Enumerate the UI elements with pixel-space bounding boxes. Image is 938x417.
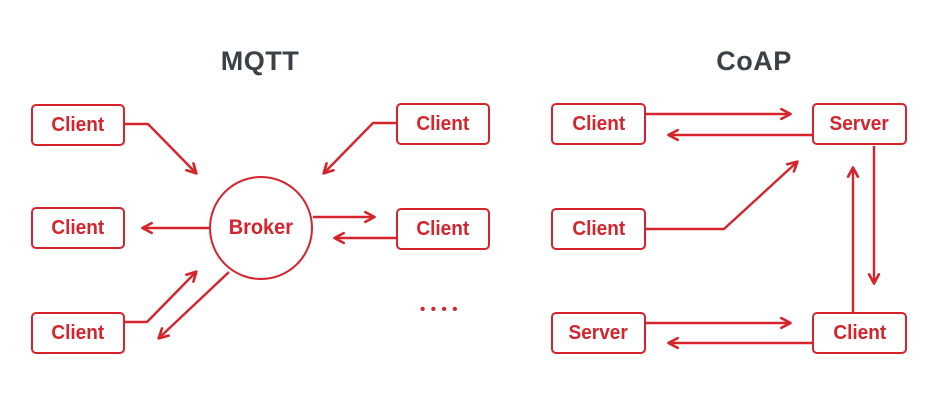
coap-client-bottom-right-node: Client — [812, 312, 907, 354]
mqtt-client-middle-left-label: Client — [51, 216, 105, 239]
mqtt-broker-node: Broker — [209, 176, 313, 280]
mqtt-client-bottom-left-node: Client — [31, 312, 125, 354]
mqtt-client-top-left-node: Client — [31, 104, 125, 146]
mqtt-arrow-topright-client-to-broker — [322, 121, 396, 175]
coap-server-top-right-label: Server — [829, 112, 890, 135]
mqtt-broker-label: Broker — [228, 216, 294, 239]
coap-client-middle-left-label: Client — [572, 217, 625, 240]
coap-arrow-midleft-client-to-server — [646, 160, 799, 231]
mqtt-arrow-broker-to-bottomleft-client — [157, 271, 230, 340]
mqtt-client-top-left-label: Client — [51, 113, 105, 136]
coap-server-bottom-left-node: Server — [551, 312, 646, 354]
mqtt-client-top-right-label: Client — [416, 112, 470, 135]
coap-server-bottom-left-label: Server — [568, 321, 629, 344]
coap-server-top-right-node: Server — [812, 103, 907, 145]
mqtt-client-middle-right-node: Client — [396, 208, 490, 250]
mqtt-client-top-right-node: Client — [396, 103, 490, 145]
mqtt-client-middle-right-label: Client — [416, 217, 470, 240]
mqtt-client-bottom-left-label: Client — [51, 321, 105, 344]
mqtt-more-clients-ellipsis: •••• — [420, 301, 464, 318]
coap-client-middle-left-node: Client — [551, 208, 646, 250]
mqtt-title: MQTT — [220, 46, 300, 76]
coap-client-top-left-node: Client — [551, 103, 646, 145]
coap-client-top-left-label: Client — [572, 112, 625, 135]
coap-title: CoAP — [716, 46, 792, 76]
mqtt-client-middle-left-node: Client — [31, 207, 125, 249]
mqtt-arrow-topleft-client-to-broker — [125, 122, 198, 175]
coap-client-bottom-right-label: Client — [833, 321, 886, 344]
mqtt-arrow-bottomleft-client-to-broker — [125, 270, 198, 324]
